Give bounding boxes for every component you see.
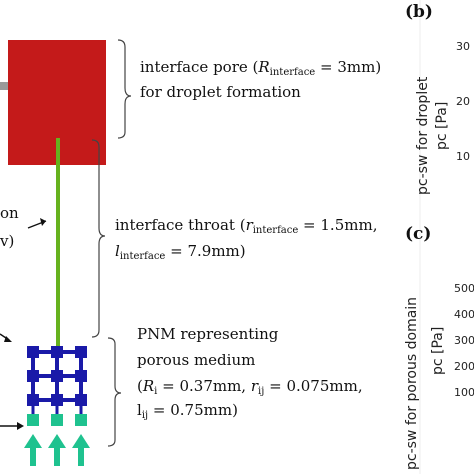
panel-b-ylabel-inner: pc [Pa] bbox=[434, 101, 450, 150]
pore-bracket bbox=[117, 39, 132, 139]
inlet-pores bbox=[27, 414, 87, 426]
pnm-pores bbox=[27, 346, 87, 406]
pnm-annotation-line1: PNM representing bbox=[137, 325, 279, 343]
panel-b-tick-1: 30 bbox=[456, 40, 470, 53]
pnm-annotation-line4: lij = 0.75mm) bbox=[137, 401, 238, 421]
panel-c-tick-1: 500 bbox=[454, 282, 474, 295]
inflow-arrows bbox=[24, 434, 90, 466]
panel-c-tick-4: 200 bbox=[454, 360, 474, 373]
pore-annotation-line2: for droplet formation bbox=[140, 83, 301, 101]
panel-c-label: (c) bbox=[405, 224, 432, 244]
left-label-fragment-2: v) bbox=[0, 232, 15, 250]
pnm-bracket bbox=[107, 337, 122, 447]
left-label-fragment-1: on bbox=[0, 204, 19, 222]
pnm-annotation-line2: porous medium bbox=[137, 351, 256, 369]
pointer-arrows bbox=[0, 218, 47, 430]
panel-b-ylabel-outer: pc-sw for droplet bbox=[415, 76, 431, 195]
panel-c-tick-5: 100 bbox=[454, 386, 474, 399]
panel-b-label: (b) bbox=[405, 2, 433, 22]
panel-b-tick-2: 20 bbox=[456, 95, 470, 108]
throat-bracket bbox=[91, 139, 106, 338]
panel-c-tick-3: 300 bbox=[454, 334, 474, 347]
throat-annotation-line1: interface throat (rinterface = 1.5mm, bbox=[115, 216, 378, 236]
panel-b-tick-3: 10 bbox=[456, 150, 470, 163]
panel-c-ylabel-inner: pc [Pa] bbox=[430, 326, 446, 375]
panel-c-ylabel-outer: pc-sw for porous domain bbox=[404, 296, 420, 470]
pore-annotation-line1: interface pore (Rinterface = 3mm) bbox=[140, 58, 382, 78]
pnm-annotation-line3: (Ri = 0.37mm, rij = 0.075mm, bbox=[137, 377, 363, 397]
throat-annotation-line2: linterface = 7.9mm) bbox=[115, 242, 246, 262]
panel-c-tick-2: 400 bbox=[454, 308, 474, 321]
